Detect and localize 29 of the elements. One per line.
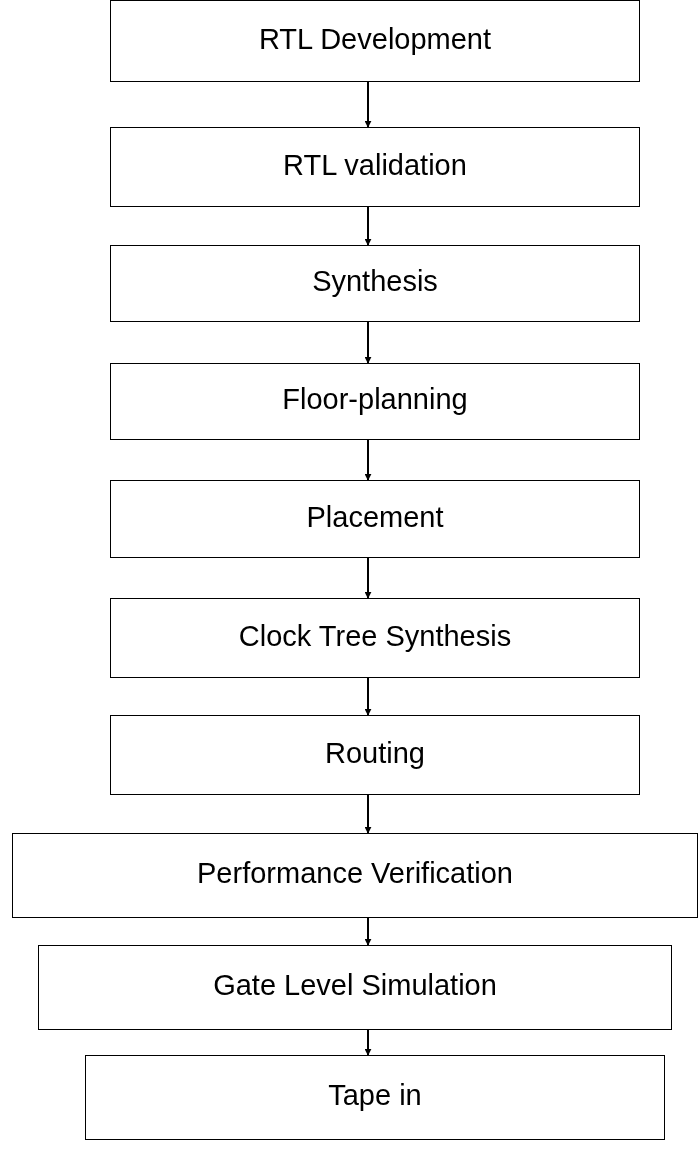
process-box: [12, 833, 698, 918]
arrow: [364, 206, 372, 246]
arrow: [364, 917, 372, 946]
arrow: [364, 557, 372, 599]
step-label: RTL validation: [283, 148, 467, 183]
arrow: [364, 677, 372, 716]
step-label: Clock Tree Synthesis: [238, 619, 512, 654]
process-box: [110, 715, 640, 795]
arrow: [364, 794, 372, 834]
arrow: [364, 81, 372, 128]
step-label: Floor-planning: [282, 383, 468, 417]
process-box: [85, 1055, 665, 1140]
arrow: [364, 439, 372, 481]
arrow: [364, 321, 372, 364]
process-box: [38, 945, 672, 1030]
step-label: Performance Verification: [197, 857, 513, 891]
step-label: Tape in: [328, 1079, 422, 1113]
process-box: [110, 363, 640, 440]
step-label: Synthesis: [312, 265, 438, 299]
step-label: Gate Level Simulation: [213, 969, 497, 1003]
process-box: [110, 0, 640, 82]
arrow: [364, 1029, 372, 1056]
step-label: RTL Development: [258, 22, 492, 57]
process-box: [110, 480, 640, 558]
process-box: [110, 598, 640, 678]
step-label: Routing: [325, 736, 425, 771]
step-label: Placement: [306, 500, 444, 535]
process-box: [110, 245, 640, 322]
process-box: [110, 127, 640, 207]
